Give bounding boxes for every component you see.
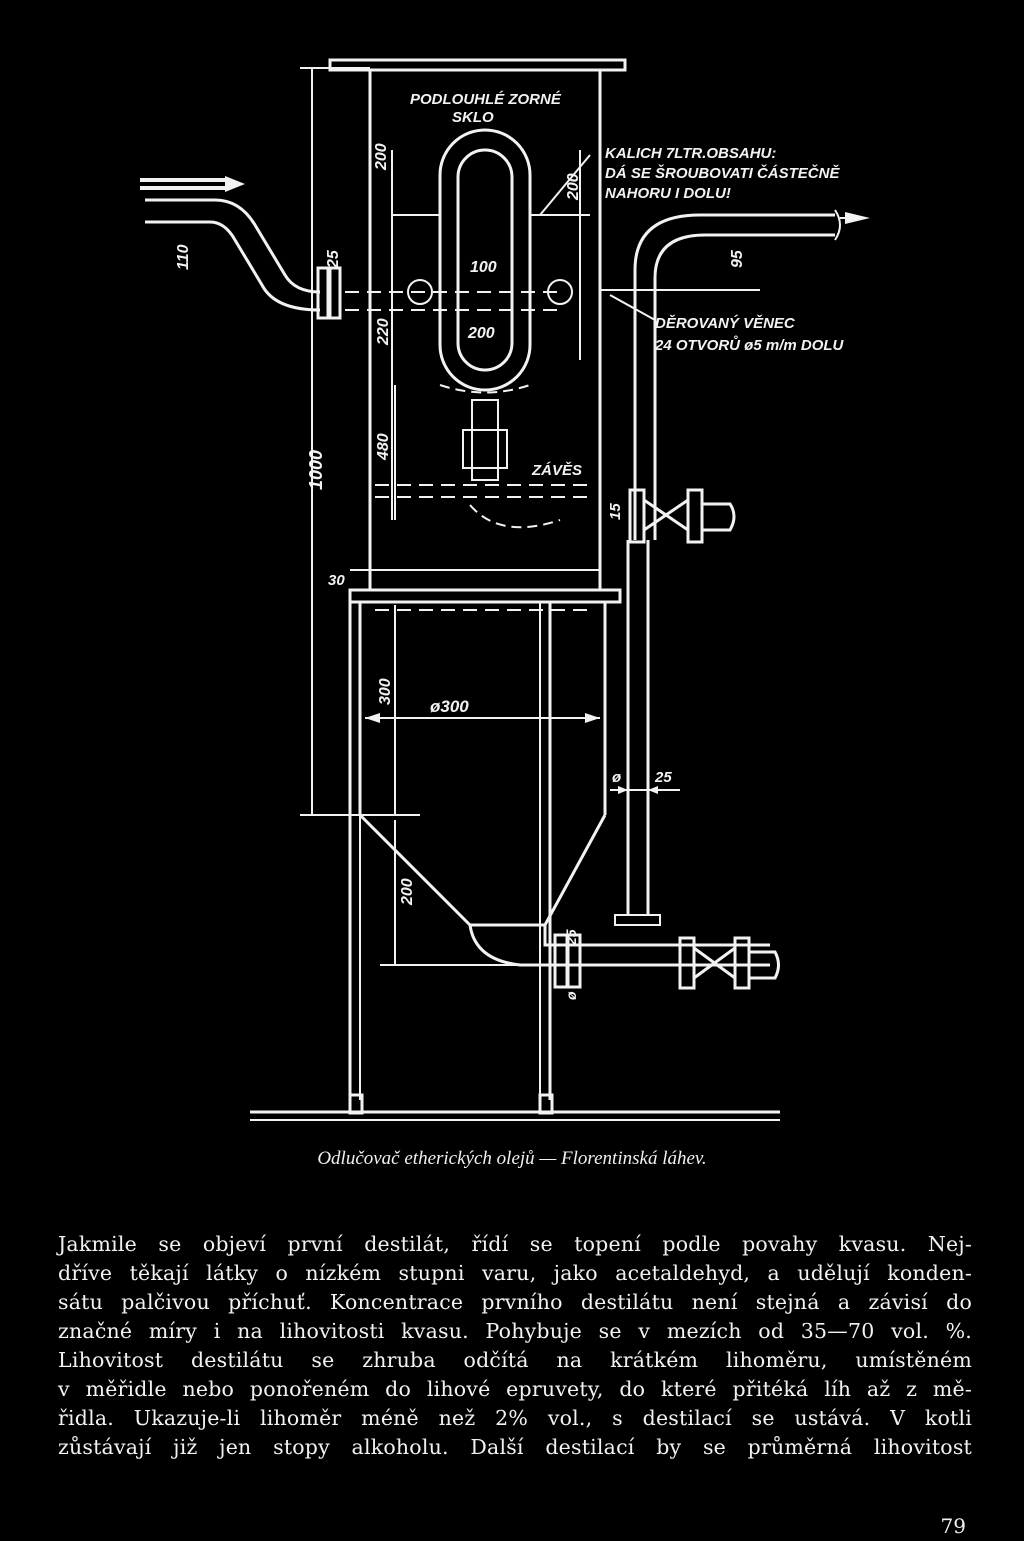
text-line: sátu palčivou příchuť. Koncentrace první… [58, 1290, 972, 1314]
dim-200-right: 200 [565, 173, 582, 201]
inlet-flange [316, 266, 330, 320]
dim-300-height: 300 [377, 678, 394, 705]
dim-200-cone: 200 [399, 878, 416, 906]
cone [358, 813, 607, 927]
dim-100: 100 [470, 259, 497, 276]
label-hanger: ZÁVĚS [531, 461, 582, 479]
dim-95: 95 [729, 249, 746, 268]
text-line: v měřidle nebo ponořeném do lihové epruv… [58, 1377, 972, 1401]
label-gauge-glass-1: PODLOUHLÉ ZORNÉ [410, 91, 562, 108]
page-number: 79 [940, 1514, 966, 1538]
drawing-svg: PODLOUHLÉ ZORNÉ SKLO KALICH 7LTR.OBSAHU:… [140, 58, 870, 1121]
dim-200-mid: 200 [467, 325, 495, 342]
technical-drawing: PODLOUHLÉ ZORNÉ SKLO KALICH 7LTR.OBSAHU:… [140, 58, 870, 1121]
label-chalice-1: KALICH 7LTR.OBSAHU: [605, 145, 776, 162]
dim-200-top: 200 [373, 143, 390, 171]
dim-phi-pipe: ø [612, 769, 621, 786]
dim-30: 30 [328, 572, 345, 589]
figure-caption: Odlučovač etherických olejů — Florentins… [317, 1148, 707, 1169]
dim-15: 15 [607, 503, 624, 520]
top-cap [328, 58, 627, 72]
gauge-glass-inner [456, 148, 514, 372]
mid-flange [348, 588, 622, 604]
dim-220: 220 [375, 318, 392, 346]
label-perforated-ring-2: 24 OTVORŮ ø5 m/m DOLU [654, 335, 845, 354]
body-paragraph: Jakmile se objeví první destilát, řídí s… [58, 1230, 972, 1462]
dim-480: 480 [375, 433, 392, 461]
text-line: dříve těkají látky o nízkém stupni varu,… [58, 1261, 972, 1285]
dim-110: 110 [175, 244, 192, 270]
drawing-lines [140, 58, 870, 1121]
text-line: zůstávají již jen stopy alkoholu. Další … [58, 1435, 972, 1459]
outlet-pipe [633, 213, 835, 540]
text-line: Lihovitost destilátu se zhruba odčítá na… [58, 1348, 972, 1372]
dim-25-bottom: 25 [563, 929, 579, 946]
gauge-glass-outer [438, 128, 532, 392]
dim-25-pipe: 25 [654, 769, 672, 786]
dim-phi-bottom: ø [563, 991, 579, 1000]
label-chalice-2: DÁ SE ŠROUBOVATI ČÁSTEČNĚ [605, 164, 840, 182]
dim-1000: 1000 [306, 450, 326, 490]
label-chalice-3: NAHORU I DOLU! [605, 185, 731, 202]
label-perforated-ring-1: DĚROVANÝ VĚNEC [655, 314, 796, 332]
text-line: značné míry i na lihovitosti kvasu. Pohy… [58, 1319, 972, 1343]
text-line: Jakmile se objeví první destilát, řídí s… [58, 1232, 972, 1256]
inlet-pipe [145, 198, 321, 294]
dim-300-diameter: ø300 [430, 697, 469, 716]
label-gauge-glass-2: SKLO [452, 109, 494, 126]
text-line: řidla. Ukazuje-li lihoměr méně než 2% vo… [58, 1406, 972, 1430]
dim-25-left: 25 [325, 249, 342, 269]
